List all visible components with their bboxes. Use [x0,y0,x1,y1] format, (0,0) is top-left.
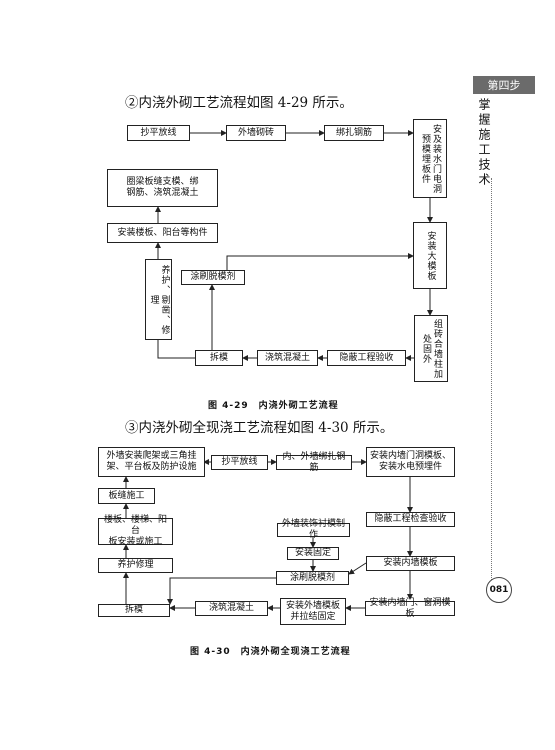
flow-step: 安装内墙门洞模板、 安装水电预埋件 [366,447,455,477]
flow-step: 抄平放线 [211,455,268,470]
chapter-tab: 第四步 [473,76,535,94]
flow-step: 涂刷脱模剂 [276,571,349,585]
flow-step: 板缝施工 [98,488,155,504]
flow-step: 拆模 [195,350,243,366]
figure-caption: 图 4-29 内浇外砌工艺流程 [208,401,339,411]
flow-step: 安装外墙模板 并拉结固定 [280,598,346,625]
flow-step: 养护修理 [98,558,173,573]
flow-step: 安装固定 [287,547,339,560]
figure-caption: 图 4-30 内浇外砌全现浇工艺流程 [190,647,351,657]
flow-step: 涂刷脱模剂 [181,270,245,285]
section2-heading: ③内浇外砌全现浇工艺流程如图 4-30 所示。 [125,420,394,436]
section1-heading: ②内浇外砌工艺流程如图 4-29 所示。 [125,95,353,111]
flow-step: 安装楼板、阳台等构件 [107,223,218,243]
flow-step: 拆模 [98,604,170,617]
flow-step: 浇筑混凝土 [195,601,268,616]
flow-step: 圈梁板缝支模、绑 钢筋、浇筑混凝土 [107,169,218,207]
flow-step: 楼板、楼梯、阳台 板安装或施工 [98,515,173,547]
flow-step: 隐蔽工程检查验收 [366,512,455,527]
flow-step: 安及装水门电洞预模埋板件 [413,119,447,198]
flow-step: 安装内墙门、窗洞模板 [365,598,455,619]
chapter-title: 掌握施工技术 [477,98,491,188]
flow-step: 绑扎钢筋 [324,125,384,141]
flow-step: 组砖合墙柱加处固外 [414,315,448,382]
flow-step: 养护、剔凿、修理 [145,259,172,340]
flow-step: 安装内墙模板 [366,556,455,571]
flow-step: 外墙砌砖 [226,125,286,141]
flow-step: 隐蔽工程验收 [327,350,406,366]
flow-step: 内、外墙绑扎钢筋 [276,452,352,473]
page-number: 081 [486,577,512,603]
flow-step: 外墙安装爬架或三角挂 架、平台板及防护设施 [98,447,205,477]
flow-step: 安装大模板 [413,222,447,289]
side-divider [491,178,492,598]
flow-step: 浇筑混凝土 [257,350,318,366]
flow-step: 外墙装饰衬模制作 [277,519,350,540]
flow-step: 抄平放线 [127,125,190,141]
